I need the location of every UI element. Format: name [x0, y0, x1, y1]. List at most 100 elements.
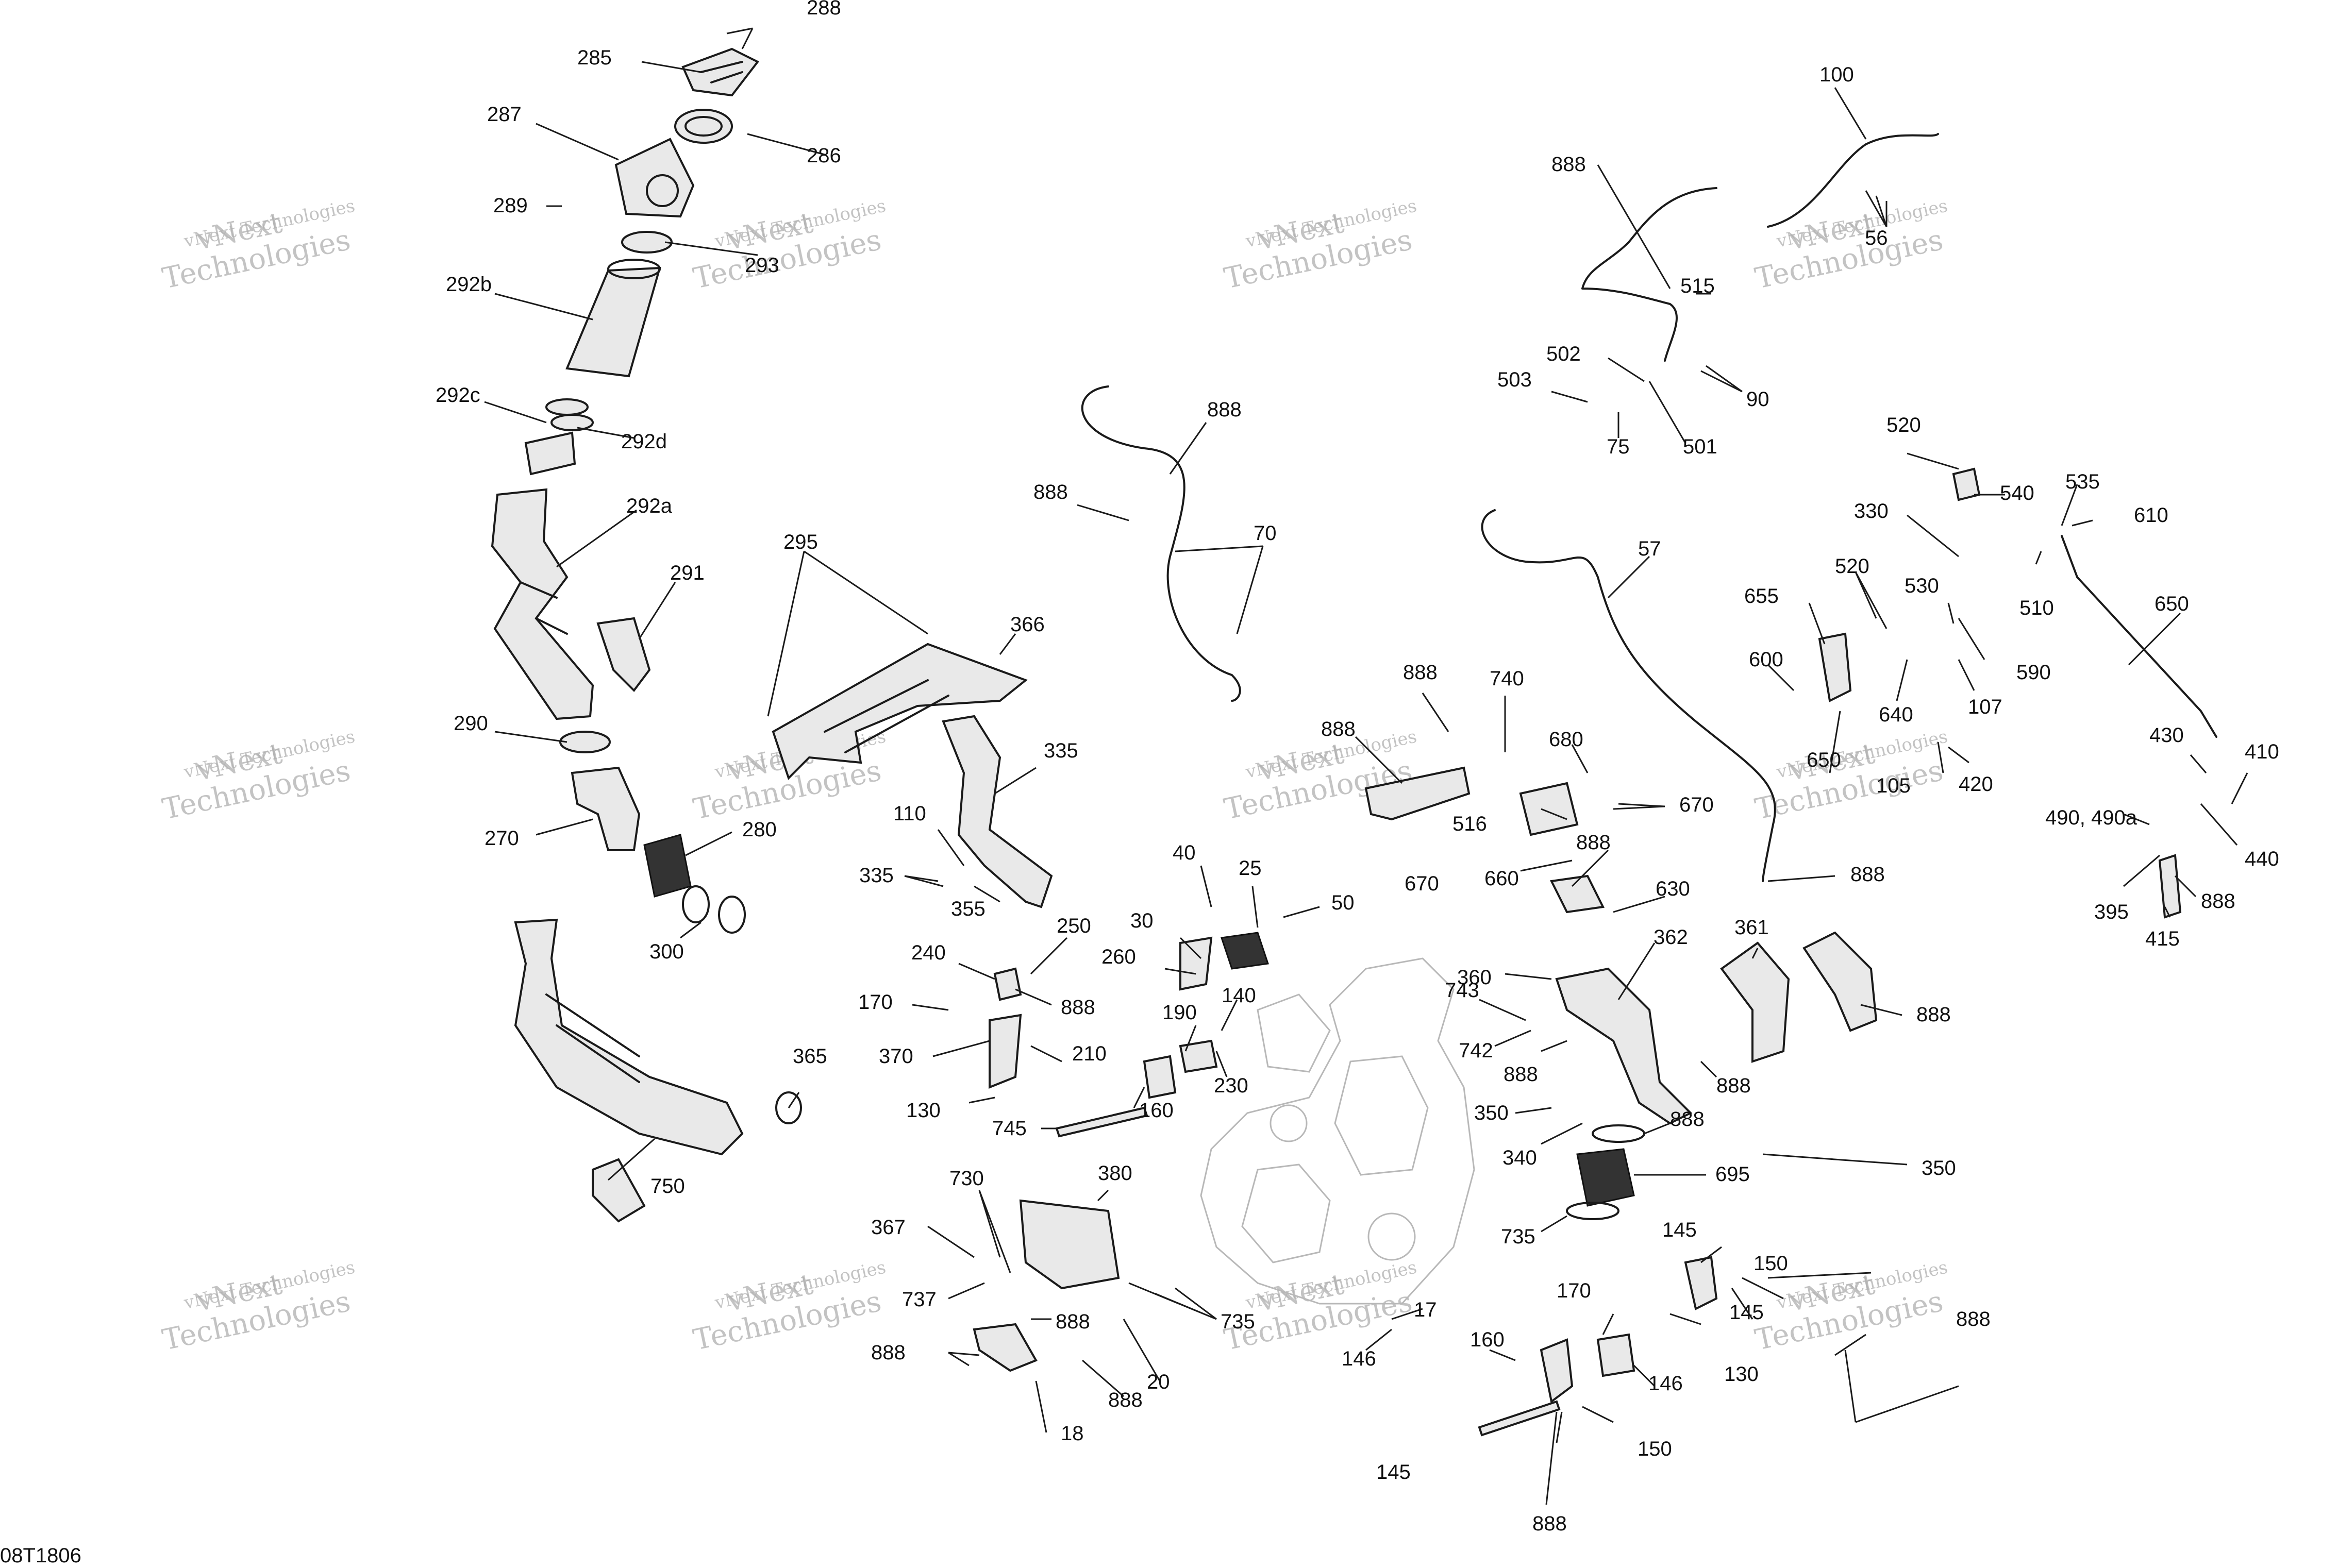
callout-label: 330: [1854, 500, 1889, 522]
callout-label: 730: [949, 1167, 984, 1190]
callout-label: 145: [1729, 1301, 1764, 1324]
callout-label: 610: [2134, 504, 2168, 527]
bracket-150: [1684, 1256, 1718, 1310]
callout-label: 362: [1654, 926, 1688, 949]
callout-label: 107: [1968, 696, 2002, 718]
boot-270: [643, 834, 692, 898]
callout-label: 130: [906, 1099, 941, 1122]
callout-label: 150: [1753, 1252, 1788, 1275]
callout-label: 30: [1130, 909, 1154, 932]
callout-label: 293: [745, 254, 779, 277]
callout-label: 735: [1221, 1310, 1255, 1333]
callout-label: 750: [650, 1175, 685, 1198]
callout-label: 590: [2016, 661, 2051, 684]
callout-label: 280: [742, 818, 777, 841]
callout-label: 888: [1033, 481, 1068, 503]
callout-label: 600: [1749, 648, 1783, 671]
callout-label: 40: [1173, 841, 1196, 864]
callout-label: 530: [1905, 575, 1939, 597]
callout-label: 140: [1222, 984, 1256, 1007]
callout-label: 415: [2145, 928, 2180, 950]
part-140: [1179, 1039, 1218, 1073]
callout-label: 20: [1147, 1371, 1170, 1393]
heat-shield-361: [1802, 931, 1878, 1032]
duct-elbow-291: [596, 617, 651, 693]
callout-label: 90: [1746, 388, 1769, 411]
callout-label: 501: [1683, 435, 1717, 458]
elbow-290: [571, 766, 641, 851]
callout-label: 743: [1445, 979, 1479, 1002]
callout-label: 370: [879, 1045, 913, 1068]
callout-label: 292b: [446, 273, 492, 296]
callout-label: 292d: [621, 430, 667, 453]
bracket-730: [1019, 1199, 1120, 1290]
callout-label: 420: [1959, 773, 1993, 796]
callout-label: 650: [1807, 749, 1841, 771]
clamp-355: [775, 1091, 802, 1124]
callout-label: 260: [1101, 946, 1136, 968]
intake-clamp: [621, 231, 673, 254]
bracket-680: [1519, 782, 1579, 836]
callout-label: 146: [1342, 1347, 1376, 1370]
callout-label: 110: [893, 802, 926, 825]
bracket-20: [973, 1323, 1038, 1372]
intake-duct-292a: [491, 488, 594, 720]
actuator-130: [1143, 1055, 1177, 1099]
part-drawings: [491, 47, 2217, 1437]
callout-label: 160: [1139, 1099, 1174, 1122]
bracket-230: [989, 1014, 1022, 1089]
callout-label: 510: [2019, 597, 2054, 619]
callout-label: 360: [1457, 966, 1492, 989]
callout-label: 888: [1532, 1512, 1567, 1535]
shift-rod-510: [2061, 535, 2217, 738]
callout-label: 660: [1484, 867, 1519, 890]
callout-label: 888: [1551, 153, 1586, 176]
callout-label: 888: [1670, 1108, 1705, 1131]
filter-ring: [674, 109, 733, 144]
inlet-365: [592, 1158, 646, 1223]
callout-label: 888: [1108, 1389, 1143, 1411]
callout-label: 503: [1497, 368, 1532, 391]
clamps-280: [682, 885, 746, 934]
callout-label: 292a: [626, 495, 673, 517]
callout-label: 170: [1557, 1279, 1591, 1302]
actuator-40: [1221, 932, 1269, 970]
callout-label: 287: [487, 103, 522, 126]
callout-label: 270: [485, 827, 519, 850]
exhaust-duct-366: [942, 715, 1053, 908]
heat-shield-295: [772, 643, 1028, 780]
callout-label: 888: [1403, 661, 1438, 684]
callout-label: 740: [1490, 667, 1524, 690]
callout-label: 300: [649, 940, 684, 963]
callout-label: 292c: [436, 384, 480, 407]
callout-label: 655: [1744, 585, 1779, 608]
callout-label: 640: [1879, 703, 1913, 726]
callout-label: 18: [1061, 1422, 1084, 1445]
callout-label: 160: [1470, 1328, 1505, 1351]
callout-label: 335: [1044, 739, 1078, 762]
callout-label: 361: [1734, 916, 1769, 939]
callout-label: 75: [1607, 435, 1630, 458]
callout-label: 888: [1956, 1308, 1991, 1330]
air-box-housing: [614, 138, 695, 218]
callout-label: 145: [1662, 1219, 1697, 1241]
callout-label: 410: [2245, 740, 2279, 763]
callout-label: 288: [807, 0, 841, 19]
callout-label: 286: [807, 144, 841, 167]
callout-label: 50: [1331, 891, 1355, 914]
callout-label: 56: [1865, 227, 1888, 249]
muffler-340: [1576, 1148, 1635, 1207]
callout-label: 57: [1638, 537, 1661, 560]
callout-label: 130: [1724, 1363, 1759, 1386]
callout-label: 735: [1501, 1225, 1535, 1248]
callout-label: 888: [1207, 398, 1242, 421]
bracket-740: [1364, 766, 1471, 821]
bracket-150-lower: [1540, 1338, 1574, 1404]
callout-label: 430: [2149, 724, 2184, 747]
rod-160-lower: [1478, 1400, 1561, 1437]
callout-label: 650: [2155, 593, 2189, 615]
callout-label: 888: [1321, 718, 1356, 740]
spacer-240: [993, 967, 1022, 1001]
callout-label: 146: [1648, 1372, 1683, 1395]
callout-label: 105: [1876, 774, 1911, 797]
